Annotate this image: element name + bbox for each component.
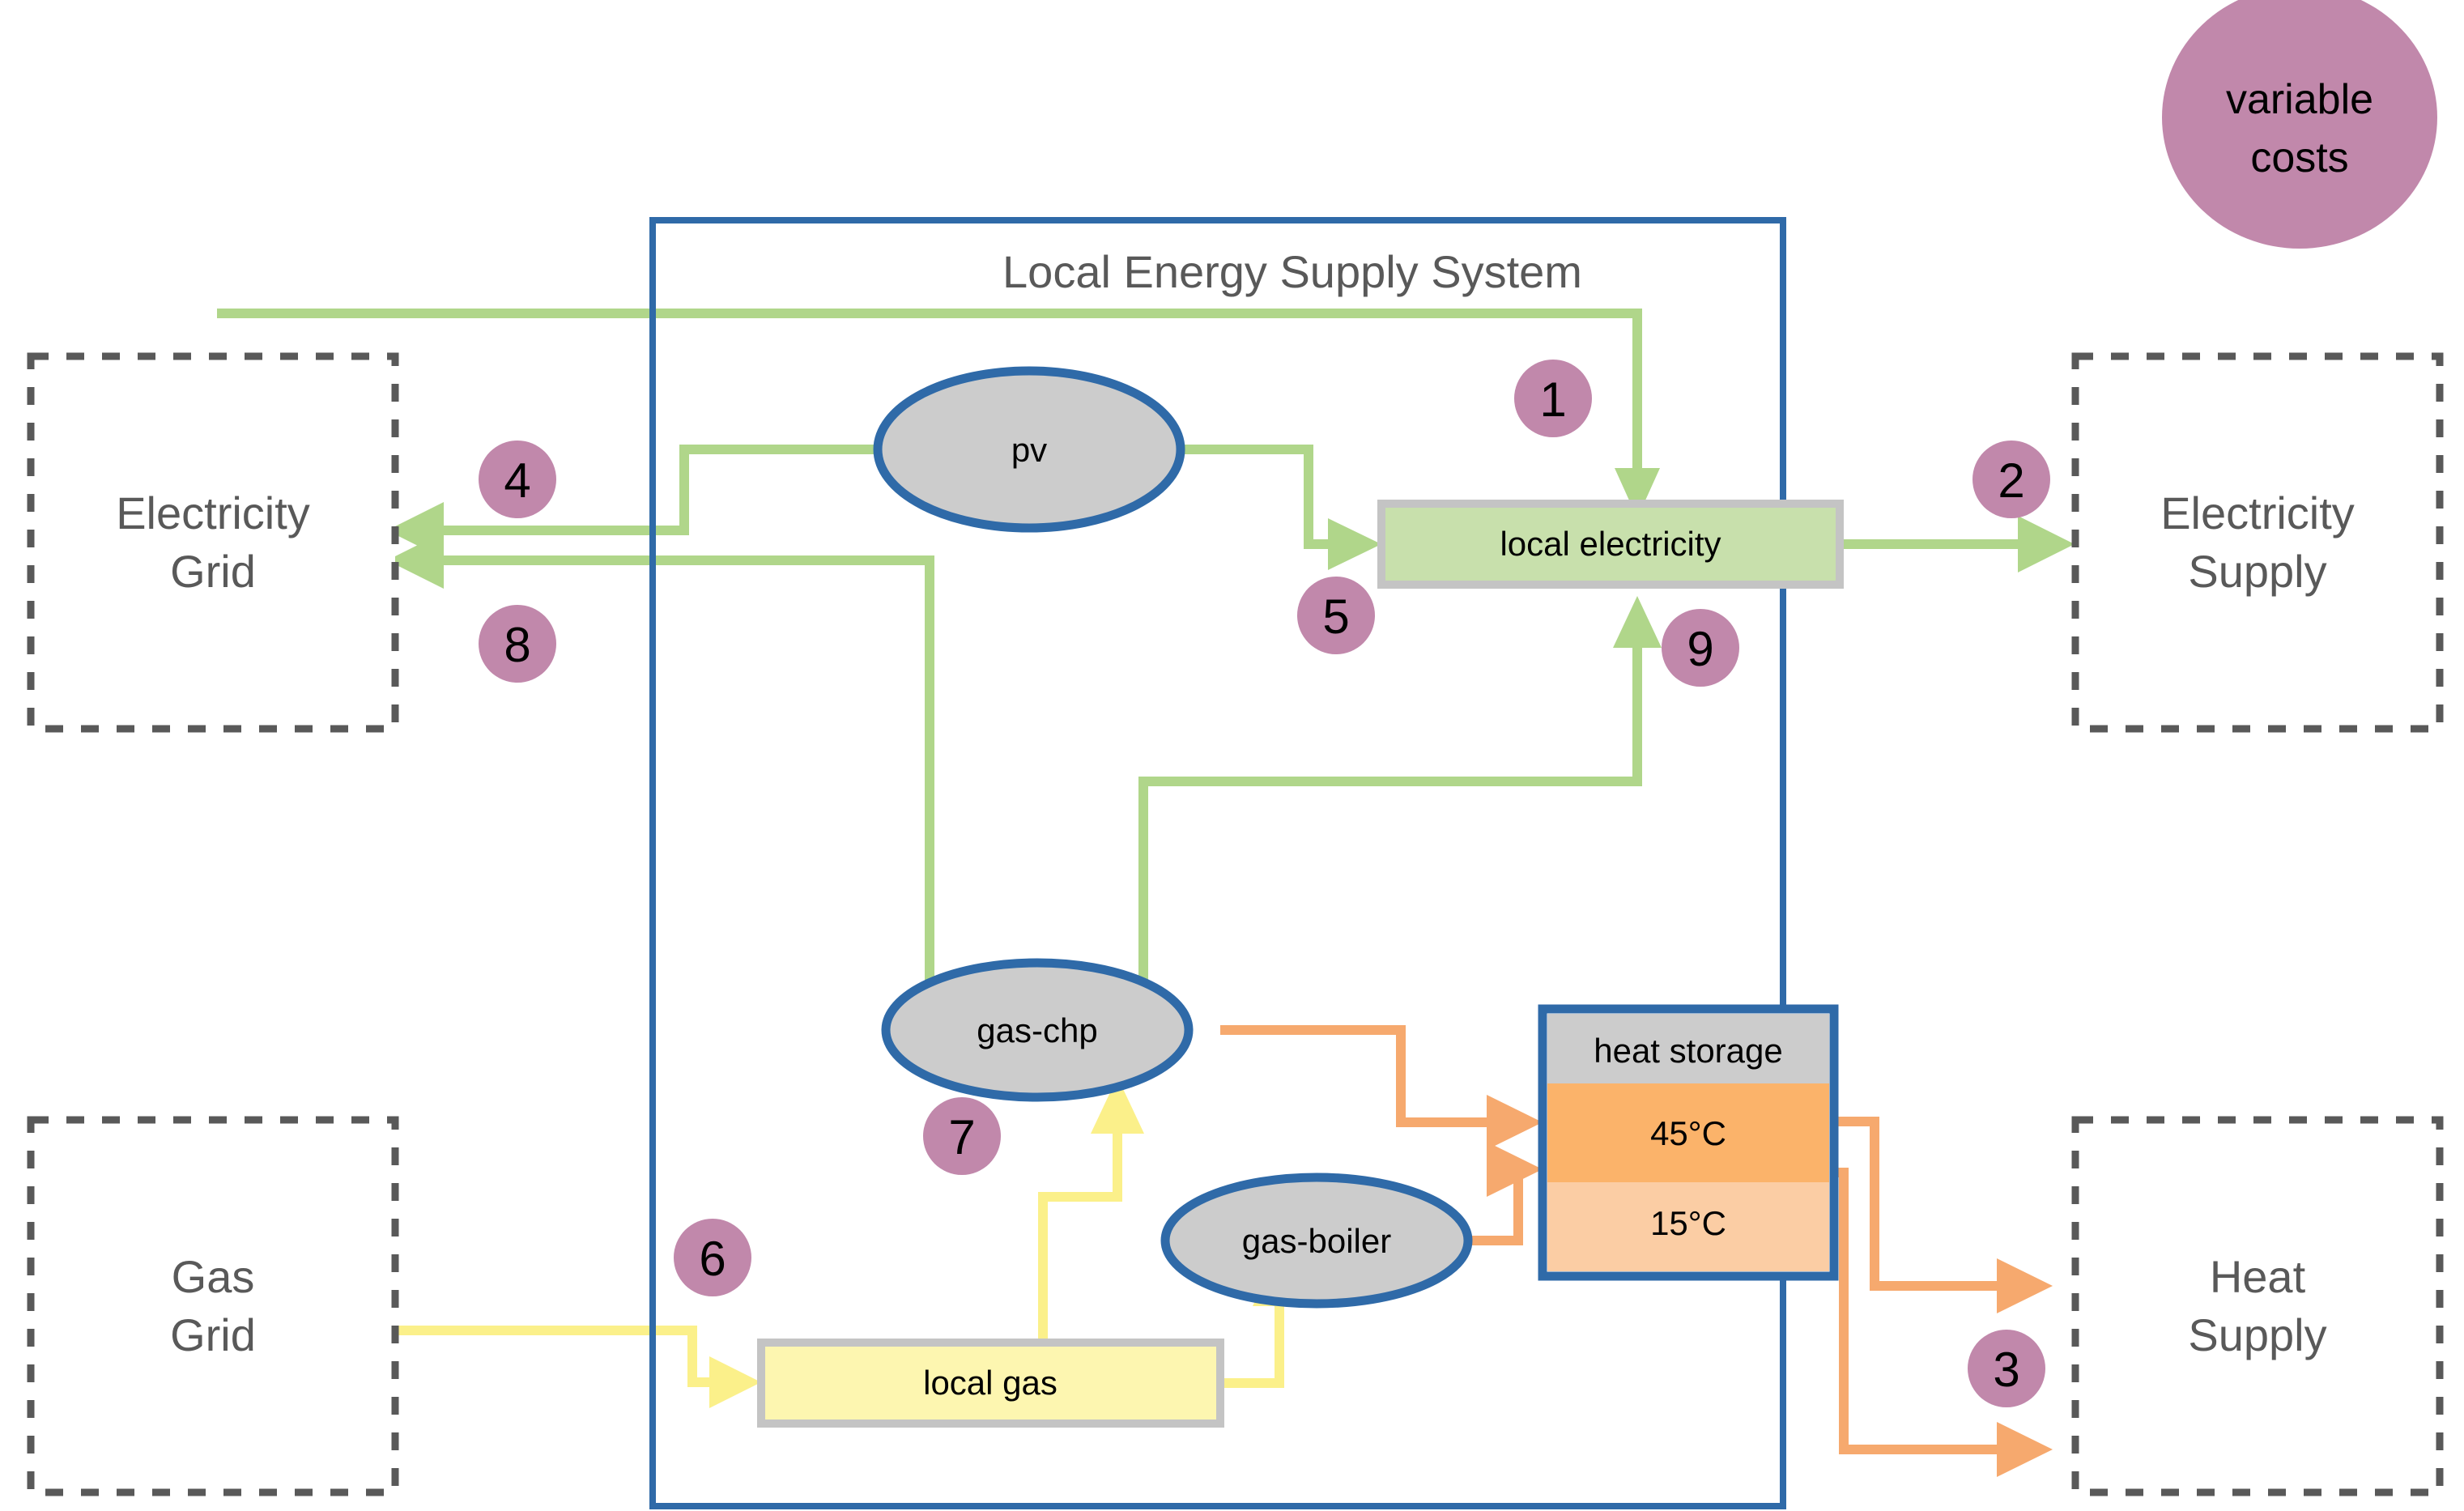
gas-grid-label-line1: Gas [172, 1251, 255, 1302]
pv-label: pv [1011, 431, 1047, 469]
system-boundary [649, 217, 1786, 1509]
gas-chp-label: gas-chp [977, 1011, 1097, 1049]
local-electricity-label: local electricity [1500, 525, 1721, 563]
flow-7-number: 7 [948, 1110, 975, 1164]
badge-flow-9[interactable]: 9 [1662, 609, 1739, 687]
flow-9-number: 9 [1687, 622, 1713, 676]
flow-3-circle [1968, 1330, 2045, 1407]
system-title: Local Energy Supply System [1002, 246, 1582, 297]
flow-5-number: 5 [1322, 590, 1349, 644]
badge-flow-1[interactable]: 1 [1514, 360, 1592, 437]
badge-flow-3[interactable]: 3 [1968, 1330, 2045, 1407]
flow-9-circle [1662, 609, 1739, 687]
gas-chp-ellipse [881, 958, 1194, 1102]
electricity-supply-frame [2071, 352, 2444, 733]
flow-6-circle [674, 1219, 751, 1296]
flow-4-number: 4 [504, 453, 530, 508]
flow-path-gas-import [387, 1326, 761, 1408]
gas-grid-label-line2: Grid [170, 1309, 256, 1360]
flow-path-pv-export [387, 445, 878, 559]
badge-flow-5[interactable]: 5 [1297, 577, 1375, 654]
electricity-grid-label-line1: Electricity [116, 487, 310, 538]
variable-costs-line1: variable [2226, 76, 2373, 123]
flow-path-chp-to-bus [1138, 596, 1662, 998]
flow-2-number: 2 [1998, 453, 2024, 508]
electricity-supply-label-line2: Supply [2188, 546, 2326, 597]
heat-supply-label-line2: Supply [2188, 1309, 2326, 1360]
variable-costs-circle [2162, 0, 2437, 249]
flow-1-circle [1514, 360, 1592, 437]
flow-path-heat-supply-lower [1836, 1168, 2053, 1477]
flow-5-circle [1297, 577, 1375, 654]
flow-6-number: 6 [699, 1232, 726, 1286]
transformer-pv[interactable]: pv [873, 366, 1185, 533]
heat-supply-frame [2071, 1116, 2444, 1496]
flow-path-boiler-heat [1467, 1142, 1543, 1245]
local-gas-label: local gas [923, 1364, 1058, 1402]
transformer-gas-chp[interactable]: gas-chp [881, 958, 1194, 1102]
pv-ellipse [873, 366, 1185, 533]
heat-storage-hot-temp: 45°C [1650, 1114, 1726, 1152]
badge-flow-7[interactable]: 7 [923, 1097, 1001, 1175]
flow-8-number: 8 [504, 618, 530, 672]
badge-variable-costs[interactable]: variable costs [2162, 0, 2437, 249]
badge-flow-8[interactable]: 8 [479, 605, 556, 683]
variable-costs-line2: costs [2250, 134, 2348, 181]
badge-flow-6[interactable]: 6 [674, 1219, 751, 1296]
flow-path-pv-to-bus [1181, 445, 1381, 570]
flow-3-number: 3 [1993, 1343, 2019, 1397]
heat-storage-hot-layer [1547, 1083, 1829, 1182]
electricity-supply-label-line1: Electricity [2160, 487, 2355, 538]
external-box-heat-supply[interactable]: Heat Supply [2071, 1116, 2444, 1496]
heat-storage-cold-temp: 15°C [1650, 1204, 1726, 1242]
electricity-grid-frame [27, 352, 399, 733]
heat-storage-label: heat storage [1594, 1032, 1783, 1070]
local-gas-rect [757, 1339, 1224, 1428]
gas-grid-frame [27, 1116, 399, 1496]
electricity-grid-label-line2: Grid [170, 546, 256, 597]
flow-path-chp-heat [1220, 1025, 1543, 1150]
flow-path-grid-import [217, 309, 1660, 518]
gas-boiler-label: gas-boiler [1242, 1222, 1391, 1260]
heat-storage-header [1547, 1014, 1829, 1083]
external-box-gas-grid[interactable]: Gas Grid [27, 1116, 399, 1496]
local-electricity-rect [1377, 500, 1844, 589]
transformer-gas-boiler[interactable]: gas-boiler [1160, 1173, 1473, 1309]
heat-storage-cold-layer [1547, 1182, 1829, 1271]
flow-path-electricity-supply [1840, 516, 2075, 572]
flow-2-circle [1972, 441, 2050, 518]
flow-7-circle [923, 1097, 1001, 1175]
badge-flow-2[interactable]: 2 [1972, 441, 2050, 518]
flow-8-circle [479, 605, 556, 683]
flow-path-gas-to-chp [1038, 1077, 1144, 1346]
flow-path-chp-export [387, 532, 934, 998]
bus-local-electricity[interactable]: local electricity [1377, 500, 1844, 589]
flow-1-number: 1 [1539, 372, 1566, 427]
flow-path-heat-supply-upper [1836, 1117, 2053, 1313]
bus-local-gas[interactable]: local gas [757, 1339, 1224, 1428]
external-box-electricity-supply[interactable]: Electricity Supply [2071, 352, 2444, 733]
external-box-electricity-grid[interactable]: Electricity Grid [27, 352, 399, 733]
badge-flow-4[interactable]: 4 [479, 441, 556, 518]
storage-heat-storage[interactable]: heat storage 45°C 15°C [1538, 1004, 1839, 1281]
flow-4-circle [479, 441, 556, 518]
gas-boiler-ellipse [1160, 1173, 1473, 1309]
heat-supply-label-line1: Heat [2210, 1251, 2306, 1302]
